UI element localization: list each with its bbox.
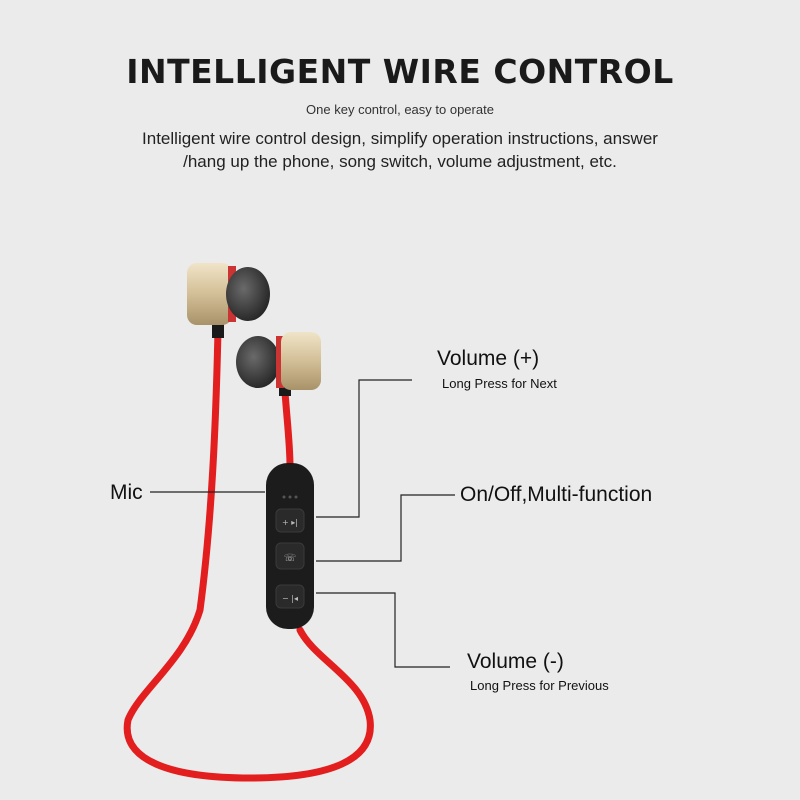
mic-holes-icon — [282, 495, 298, 499]
mic-label: Mic — [110, 481, 143, 504]
minus-prev-icon: − |◂ — [282, 594, 298, 603]
inline-remote: + ▸| ☏ − |◂ — [266, 463, 314, 629]
plus-next-icon: + ▸| — [282, 518, 298, 527]
left-earbud — [187, 263, 270, 338]
description: Intelligent wire control design, simplif… — [0, 127, 800, 173]
volume-down-label: Volume (-) — [467, 650, 564, 673]
multi-function-label: On/Off,Multi-function — [460, 483, 653, 506]
cable — [123, 326, 374, 782]
right-earbud — [236, 332, 321, 396]
phone-icon: ☏ — [284, 553, 297, 564]
callout-lines — [150, 379, 455, 668]
volume-up-label: Volume (+) — [437, 347, 540, 370]
page-title: INTELLIGENT WIRE CONTROL — [126, 52, 674, 91]
description-line-2: /hang up the phone, song switch, volume … — [183, 152, 617, 171]
volume-down-sub-label: Long Press for Previous — [470, 678, 609, 693]
page-subtitle: One key control, easy to operate — [306, 102, 494, 117]
description-line-1: Intelligent wire control design, simplif… — [142, 129, 658, 148]
volume-up-sub-label: Long Press for Next — [442, 376, 557, 391]
